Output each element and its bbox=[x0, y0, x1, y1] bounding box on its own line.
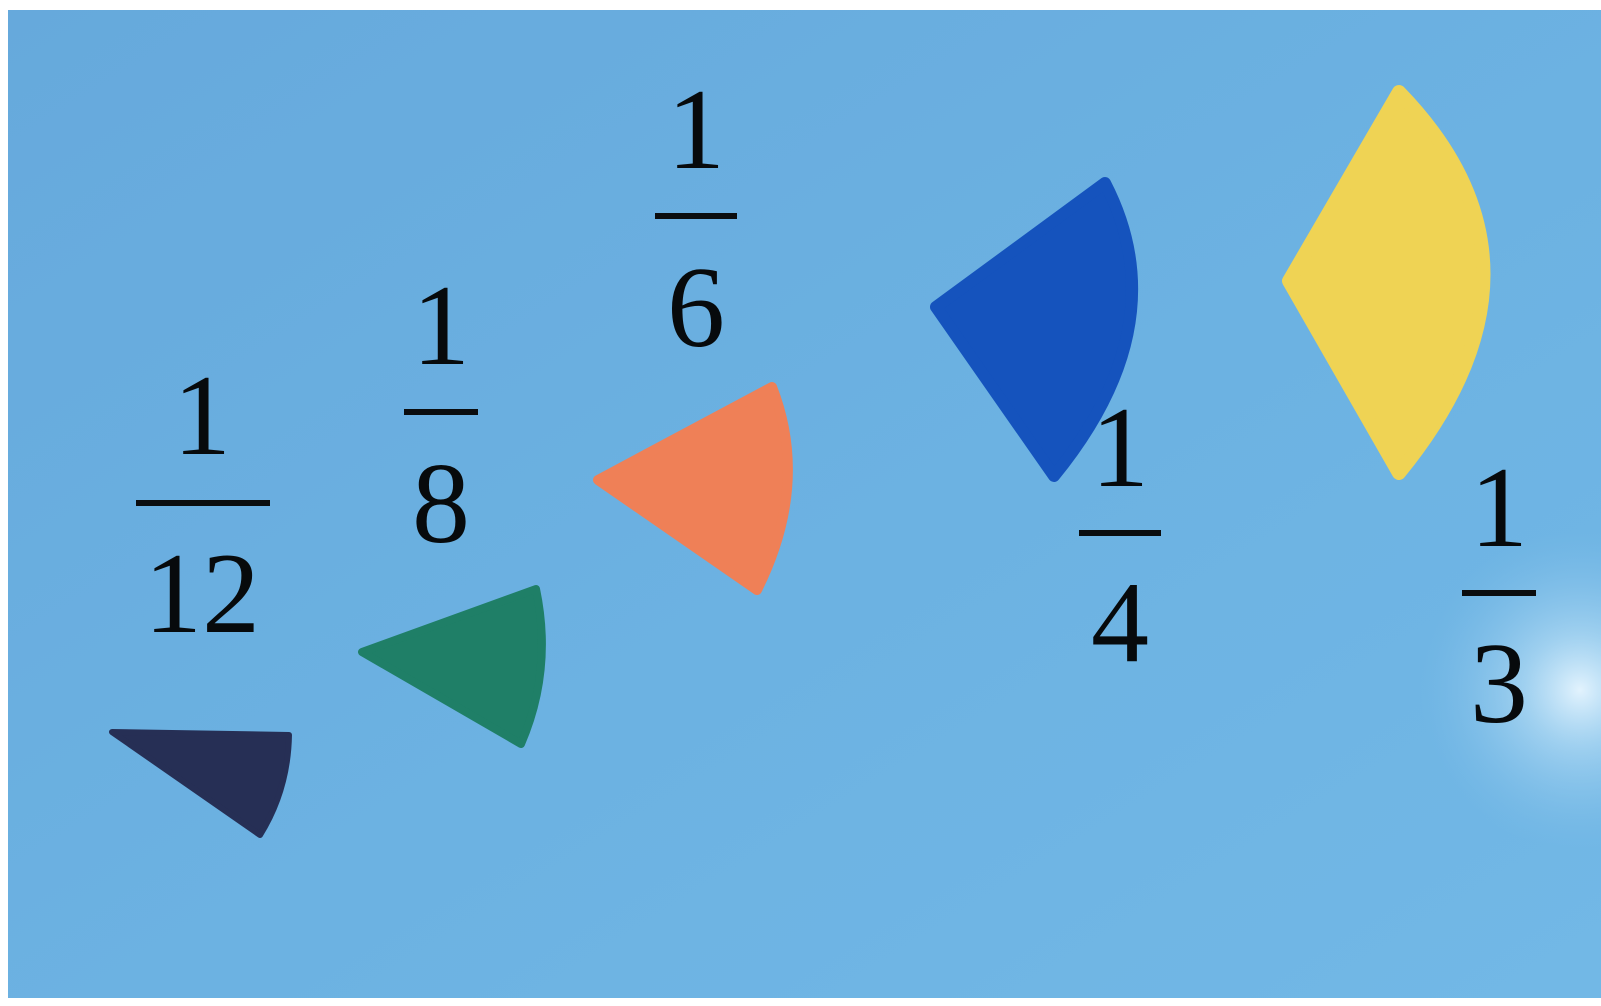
numerator: 1 bbox=[1000, 390, 1240, 506]
numerator: 1 bbox=[82, 358, 322, 474]
fraction-bar bbox=[136, 500, 270, 506]
fraction-bar bbox=[655, 213, 737, 219]
numerator: 1 bbox=[321, 268, 561, 384]
denominator: 8 bbox=[321, 446, 561, 562]
fraction-bar bbox=[404, 409, 478, 415]
denominator: 12 bbox=[82, 536, 322, 652]
denominator: 4 bbox=[1000, 565, 1240, 681]
fraction-bar bbox=[1462, 590, 1536, 596]
denominator: 6 bbox=[576, 250, 816, 366]
fraction-bar bbox=[1079, 530, 1161, 536]
denominator: 3 bbox=[1379, 626, 1601, 742]
numerator: 1 bbox=[576, 72, 816, 188]
numerator: 1 bbox=[1379, 450, 1601, 566]
